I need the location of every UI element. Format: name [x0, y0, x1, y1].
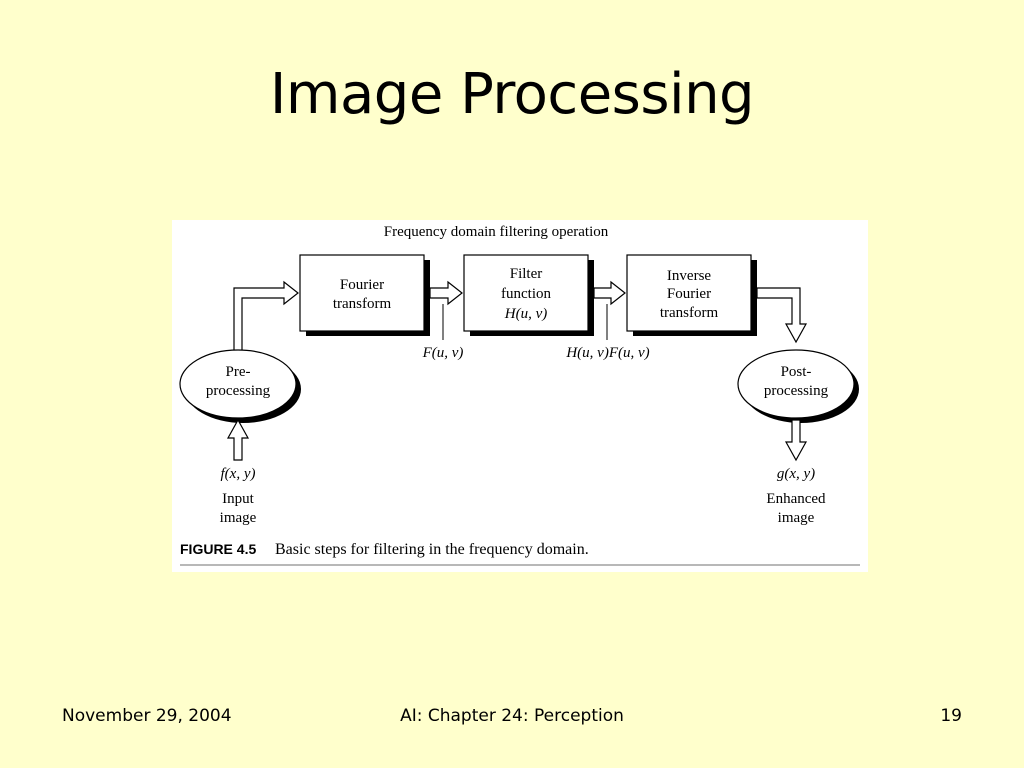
preprocessing-node: Pre- processing [179, 349, 301, 423]
fourier-line1: Fourier [340, 277, 384, 293]
filter-line2: function [501, 286, 551, 302]
filtering-diagram: Frequency domain filtering operation Fou… [179, 224, 860, 566]
arrow-post-to-output [784, 419, 808, 462]
fourier-transform-block: Fourier transform [299, 254, 425, 332]
footer-date: November 29, 2004 [62, 706, 232, 726]
output-label-line2: image [778, 510, 815, 526]
pre-line2: processing [206, 383, 271, 399]
arrow-fourier-to-filter [429, 280, 463, 306]
post-line2: processing [764, 383, 829, 399]
input-label-line2: image [220, 510, 257, 526]
inverse-line2: Fourier [667, 286, 711, 302]
footer-course: AI: Chapter 24: Perception [400, 706, 624, 726]
slide-title: Image Processing [269, 62, 755, 127]
signal-hf-uv: H(u, v)F(u, v) [565, 345, 649, 361]
figure-panel: Frequency domain filtering operation Fou… [172, 220, 868, 572]
filter-line1: Filter [510, 266, 543, 282]
filter-function-block: Filter function H(u, v) [463, 254, 589, 332]
signal-f-uv: F(u, v) [422, 345, 464, 361]
inverse-fourier-block: Inverse Fourier transform [626, 254, 752, 332]
caption-text: Basic steps for filtering in the frequen… [275, 541, 589, 558]
post-line1: Post- [781, 364, 812, 380]
input-label-line1: Input [222, 491, 254, 507]
output-function: g(x, y) [777, 466, 815, 482]
inverse-line1: Inverse [667, 268, 711, 284]
arrow-inverse-to-post [756, 287, 808, 344]
inverse-line3: transform [660, 305, 719, 321]
footer-page-number: 19 [940, 706, 962, 726]
postprocessing-node: Post- processing [737, 349, 859, 423]
figure-header: Frequency domain filtering operation [384, 224, 609, 240]
input-function: f(x, y) [221, 466, 256, 482]
fourier-line2: transform [333, 296, 392, 312]
arrow-input-to-pre [226, 418, 250, 461]
pre-line1: Pre- [226, 364, 251, 380]
filter-line3: H(u, v) [504, 306, 547, 322]
arrow-filter-to-inverse [593, 280, 626, 306]
output-label-line1: Enhanced [766, 491, 826, 507]
caption-label: FIGURE 4.5 [180, 541, 256, 557]
